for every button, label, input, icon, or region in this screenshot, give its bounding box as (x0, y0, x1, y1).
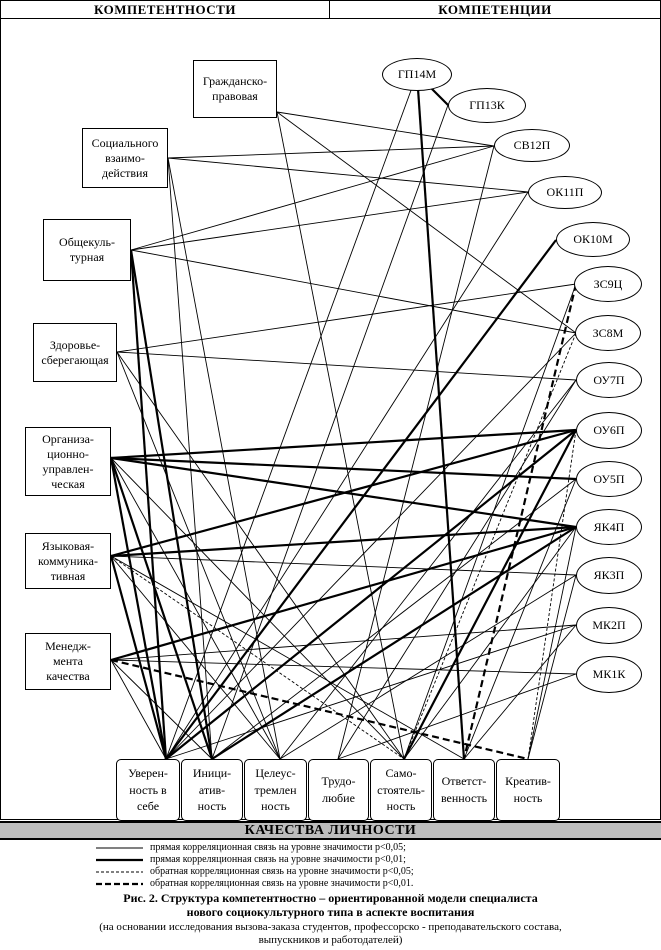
positive-correlation-line (110, 659, 213, 760)
positive-correlation-line (211, 478, 577, 760)
positive-correlation-line (110, 456, 577, 481)
competency-node: ОУ5П (576, 461, 642, 497)
figure-caption-note: выпускников и работодателей) (258, 934, 403, 946)
positive-correlation-line (110, 428, 577, 460)
competency-node: ЗС8М (575, 315, 641, 351)
quality-box: Уверен- ность в себе (116, 759, 180, 821)
positive-correlation-line (337, 379, 577, 760)
positive-correlation-line (463, 624, 577, 760)
positive-correlation-line (130, 249, 577, 334)
positive-correlation-line (110, 555, 577, 576)
positive-correlation-line (165, 239, 557, 760)
positive-correlation-line (167, 145, 495, 159)
positive-correlation-line (116, 351, 577, 381)
negative-correlation-line (403, 332, 577, 760)
negative-correlation-line (462, 283, 578, 760)
quality-box: Целеус- тремлен ность (244, 759, 307, 821)
positive-correlation-line (527, 574, 577, 760)
positive-correlation-line (165, 624, 577, 760)
positive-correlation-line (403, 429, 577, 760)
figure-caption-note: (на основании исследования вызова-заказа… (99, 921, 562, 933)
positive-correlation-line (167, 157, 529, 193)
positive-correlation-line (110, 624, 577, 661)
positive-correlation-line (116, 283, 577, 353)
negative-correlation-line (527, 429, 577, 760)
positive-correlation-line (211, 526, 577, 760)
positive-correlation-line (276, 111, 495, 147)
positive-correlation-line (279, 574, 577, 760)
competency-node: МК1К (576, 656, 642, 693)
positive-correlation-line (129, 249, 168, 760)
legend-text: прямая корреляционная связь на уровне зн… (150, 854, 406, 865)
quality-box: Трудо- любие (308, 759, 369, 821)
legend-text: обратная корреляционная связь на уровне … (150, 866, 414, 877)
positive-correlation-line (110, 555, 281, 760)
competence-box: Общекуль- турная (43, 219, 131, 281)
positive-correlation-line (403, 526, 577, 760)
positive-correlation-line (527, 526, 577, 760)
positive-correlation-line (165, 429, 577, 760)
competence-box: Языковая- коммуника- тивная (25, 533, 111, 589)
quality-box: Иници- атив- ность (181, 759, 243, 821)
positive-correlation-line (110, 457, 281, 760)
quality-box: Ответст- венность (433, 759, 495, 821)
positive-correlation-line (165, 73, 418, 760)
positive-correlation-line (463, 478, 577, 760)
competency-node: ЯК3П (576, 557, 642, 594)
positive-correlation-line (279, 379, 577, 760)
positive-correlation-line (116, 351, 405, 760)
competency-node: СВ12П (494, 129, 570, 162)
figure-caption-subtitle: нового социокультурного типа в аспекте в… (186, 905, 475, 919)
positive-correlation-line (110, 525, 577, 662)
competence-box: Менедж- мента качества (25, 633, 111, 690)
quality-box: Креатив- ность (496, 759, 560, 821)
positive-correlation-line (415, 73, 466, 760)
positive-correlation-line (109, 457, 214, 760)
competency-node: ОК10М (556, 222, 630, 257)
positive-correlation-line (110, 428, 577, 558)
header-competencies: КОМПЕТЕНЦИИ (329, 0, 661, 19)
competency-node: ОК11П (528, 176, 602, 209)
competency-node: ГП14М (382, 58, 452, 91)
positive-correlation-line (110, 555, 465, 760)
competency-node: ОУ6П (576, 412, 642, 449)
header-competences: КОМПЕТЕНТНОСТИ (0, 0, 330, 19)
qualities-title-bar: КАЧЕСТВА ЛИЧНОСТИ (0, 821, 661, 840)
positive-correlation-line (110, 525, 577, 558)
positive-correlation-line (211, 104, 449, 760)
competency-node: ОУ7П (576, 362, 642, 398)
competence-box: Организа- ционно- управлен- ческая (25, 427, 111, 496)
competence-box: Социального взаимо- действия (82, 128, 168, 188)
positive-correlation-line (109, 457, 168, 760)
legend-text: обратная корреляционная связь на уровне … (150, 878, 414, 889)
competence-box: Гражданско- правовая (193, 60, 277, 118)
legend-text: прямая корреляционная связь на уровне зн… (150, 842, 406, 853)
positive-correlation-line (165, 191, 529, 760)
positive-correlation-line (129, 249, 214, 760)
positive-correlation-line (403, 283, 577, 760)
competency-node: ГП13К (448, 88, 526, 123)
negative-correlation-line (110, 658, 529, 761)
competence-box: Здоровье- сберегающая (33, 323, 117, 382)
positive-correlation-line (116, 351, 281, 760)
positive-correlation-line (110, 457, 405, 760)
positive-correlation-line (130, 191, 529, 251)
positive-correlation-line (337, 673, 577, 760)
positive-correlation-line (165, 332, 577, 760)
competency-node: ЗС9Ц (574, 266, 642, 302)
positive-correlation-line (130, 145, 495, 251)
positive-correlation-line (337, 145, 495, 760)
quality-box: Само- стоятель- ность (370, 759, 432, 821)
competency-node: МК2П (576, 607, 642, 644)
figure-caption-title: Рис. 2. Структура компетентностно – орие… (123, 891, 538, 905)
competency-node: ЯК4П (576, 509, 642, 545)
positive-correlation-line (167, 157, 281, 760)
positive-correlation-line (110, 659, 167, 760)
negative-correlation-line (110, 555, 405, 760)
